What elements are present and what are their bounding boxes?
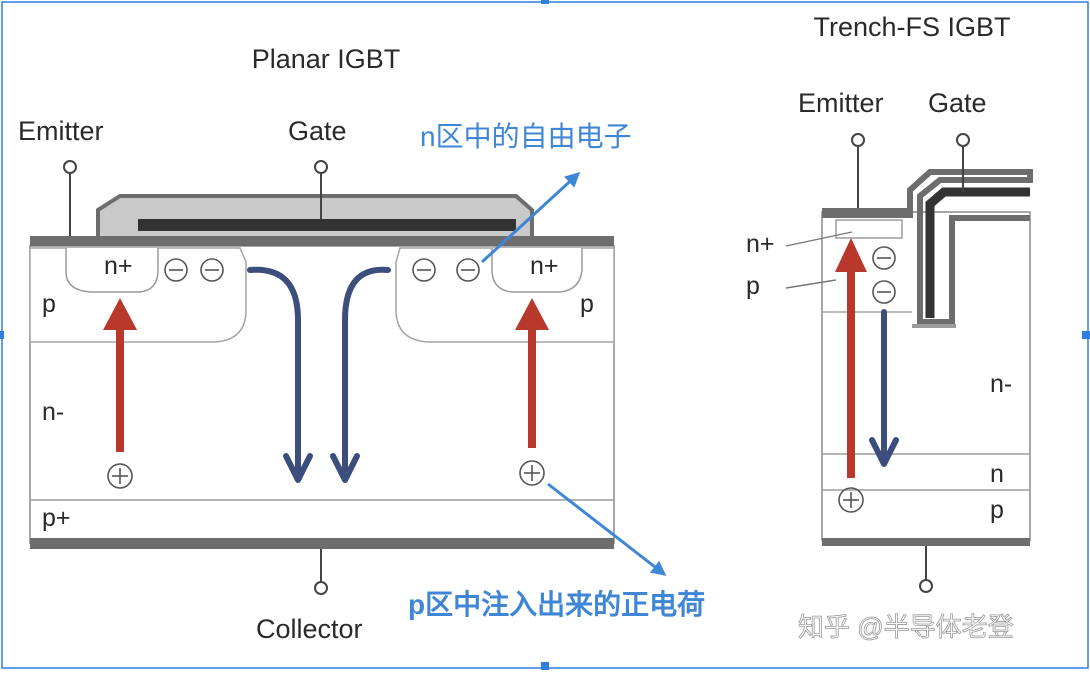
p-left-label: p [42,290,56,318]
trench-gate-poly [925,187,1030,318]
p-right-label: p [580,290,594,318]
electron-annotation: n区中的自由电子 [420,121,632,152]
trench-n-plus-label: n+ [746,230,775,258]
emitter-terminal [63,160,77,236]
trench-title: Trench-FS IGBT [813,12,1010,42]
gate-terminal [314,160,328,219]
resize-handle-bottom[interactable] [541,662,549,670]
planar-gate-label: Gate [288,116,347,146]
planar-gate-poly [138,219,516,231]
resize-handle-left[interactable] [0,331,4,339]
trench-emitter-label: Emitter [798,88,884,118]
trench-emitter-metal [822,208,912,218]
trench-electron-arrow [869,309,899,467]
trench-igbt: Trench-FS IGBT Emitter Gate n+ [746,12,1033,593]
trench-n-label: n [990,460,1004,488]
trench-gate-terminal [956,133,970,192]
n-plus-left-label: n+ [104,252,133,280]
p-leader [785,279,837,289]
trench-n-minus-label: n- [990,370,1012,398]
n-minus-label: n- [42,398,64,426]
n-plus-right [491,248,583,293]
hole-current-arrows [103,298,549,452]
trench-electron-symbols [872,246,896,304]
planar-title: Planar IGBT [252,44,401,74]
electron-annotation-arrow [480,171,581,264]
trench-collector-terminal [919,546,933,593]
trench-emitter-terminal [851,133,865,208]
hole-annotation-arrow [547,482,667,576]
resize-handle-top[interactable] [541,0,549,4]
trench-hole-arrow [835,238,867,478]
watermark: 知乎 @半导体老登 [798,612,1014,642]
hole-annotation: p区中注入出来的正电荷 [408,588,705,620]
trench-p-label: p [746,272,760,300]
hole-symbols [107,460,545,489]
resize-handle-right[interactable] [1082,331,1090,339]
n-plus-right-label: n+ [530,252,559,280]
n-plus-left [65,248,159,293]
electron-current-arrows [247,266,391,483]
planar-emitter-metal [30,236,614,246]
electron-symbols [164,258,480,282]
trench-collector-metal [822,538,1030,546]
planar-igbt: Planar IGBT Emitter G [18,44,615,644]
trench-n-plus-region [835,219,903,239]
annotations: n区中的自由电子 p区中注入出来的正电荷 [408,121,705,620]
collector-terminal [314,549,328,595]
trench-hole-symbol [838,487,864,513]
trench-p-bottom-label: p [990,496,1004,524]
planar-emitter-label: Emitter [18,116,104,146]
trench-gate-oxide [907,169,1033,325]
p-plus-label: p+ [42,504,71,532]
n-plus-leader [785,231,853,247]
trench-gate-label: Gate [928,88,987,118]
planar-collector-metal [30,538,614,549]
trench-bottom [912,324,956,328]
planar-collector-label: Collector [256,614,363,644]
